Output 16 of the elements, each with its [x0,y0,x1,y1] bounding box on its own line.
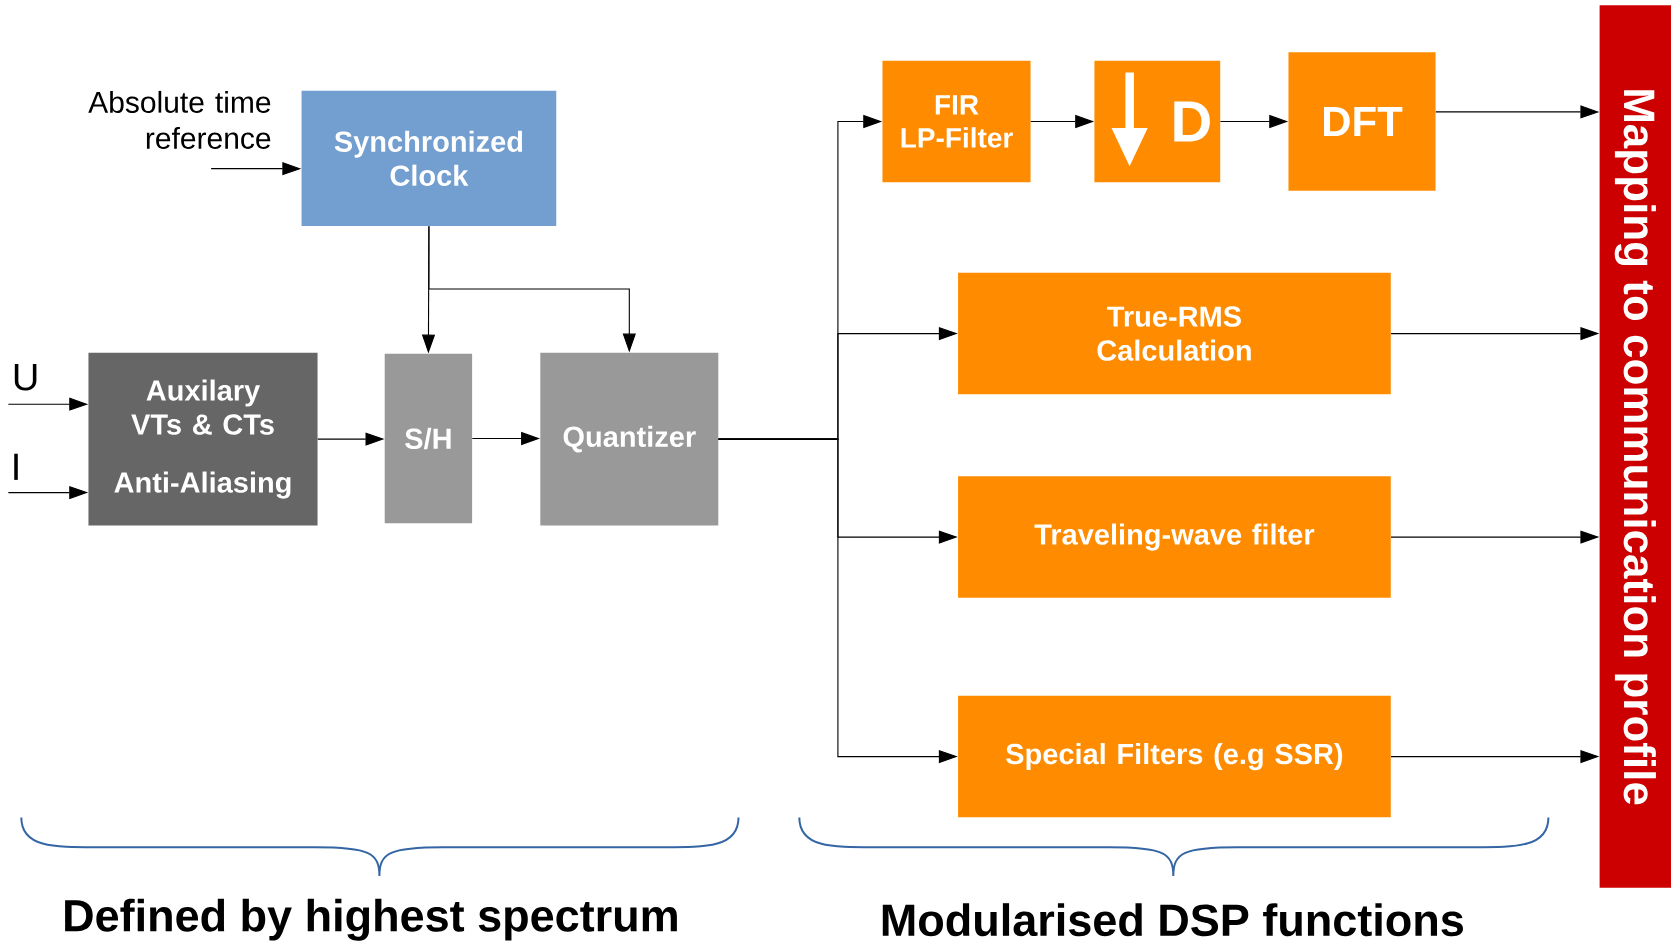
process-box: True-RMS Calculation [958,272,1391,395]
process-box: S/H [384,353,473,524]
signal-label: I [14,453,18,480]
text-label: Absolute time reference [88,90,271,149]
process-box: FIR LP-Filter [882,60,1031,183]
process-box: Synchronized Clock [301,90,557,226]
process-box: Quantizer [540,352,719,526]
process-box: Auxilary VTs & CTs Anti-Aliasing [88,352,318,526]
section-caption: Modularised DSP functions [882,903,1463,937]
signal-label: U [14,364,37,391]
process-box: Traveling-wave filter [958,476,1391,598]
section-caption: Defined by highest spectrum [65,898,677,941]
output-band: Mapping to communication profile [1599,5,1671,888]
process-box: DFT [1288,52,1436,191]
process-box: Special Filters (e.g SSR) [958,695,1391,818]
process-box: D [1094,60,1221,183]
